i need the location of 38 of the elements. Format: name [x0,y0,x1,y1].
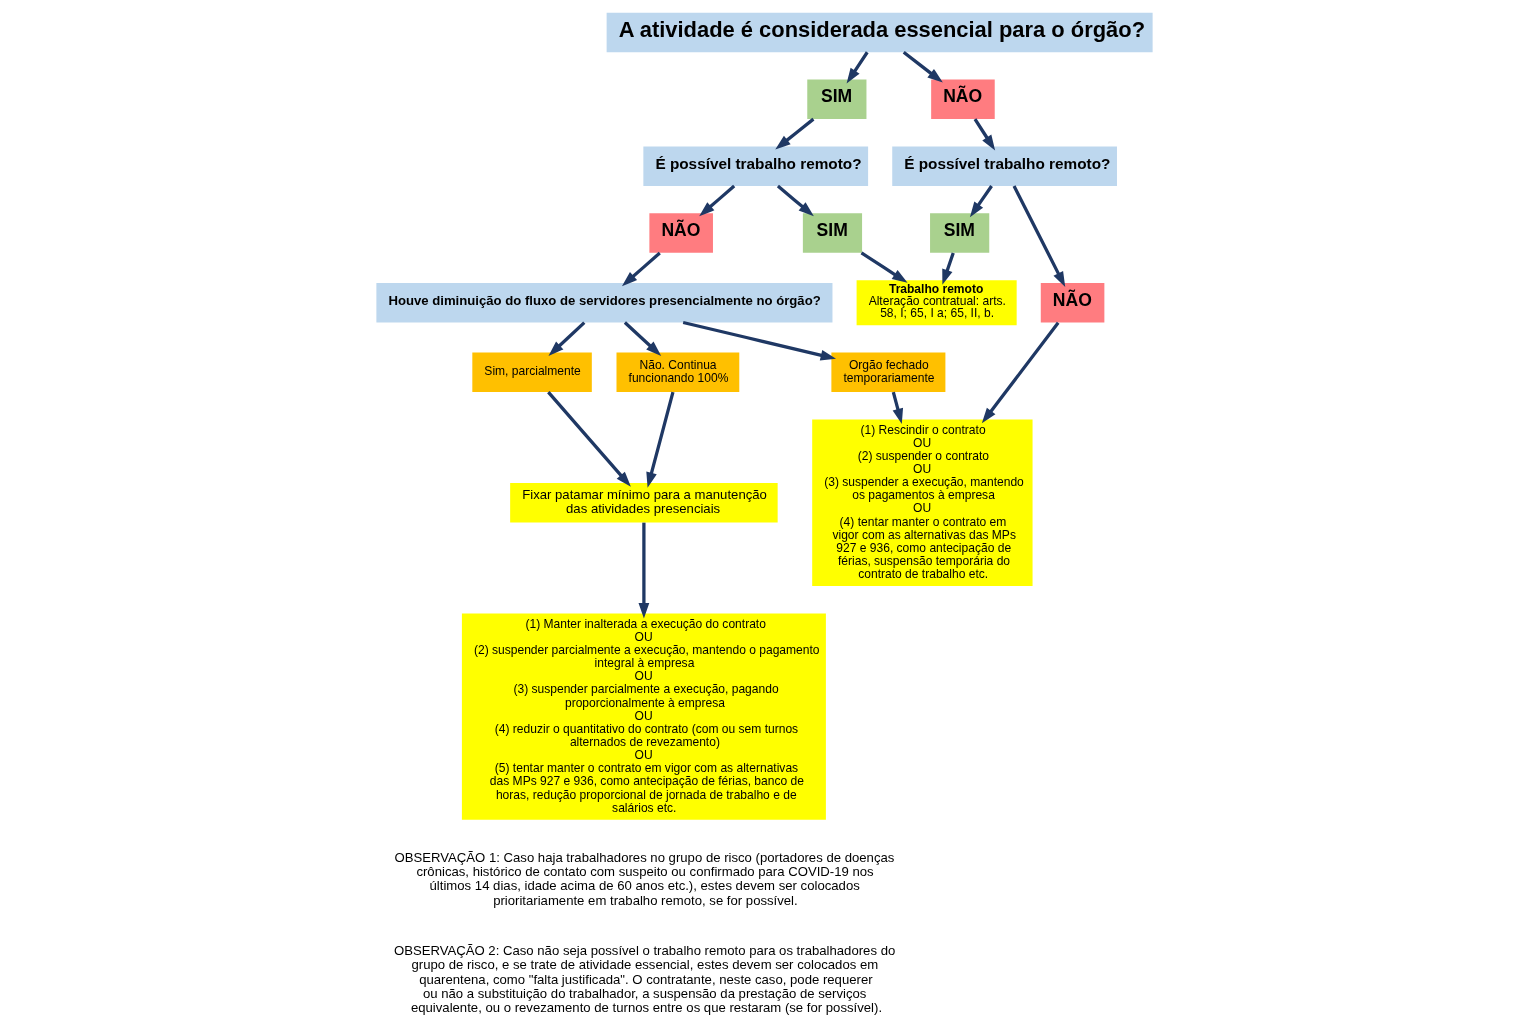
node-box: Fixar patamar mínimo para a manutenção das atividades presenciais [510,483,778,523]
label: OBSERVAÇÃO 2: Caso não seja possível o trabalho remoto para os trabalhadores do grupo de risco, e se trate de atividade essencial, estes devem ser colocados em quarentena, como "falta justificada". O contratante, neste caso, pode requerer ou não a substituição do trabalhador, a suspensão da prestação de serviços equivalente, ou o revezamento de turnos entre os que restaram (se for possível). [393,943,896,1016]
arrow [682,320,837,361]
arrow [846,51,869,84]
node-box: Não. Continua funcionando 100% [616,352,740,393]
node-box: Sim, parcialmente [472,352,592,393]
arrow [623,321,662,356]
arrow [775,117,815,150]
node-box: É possível trabalho remoto? [892,146,1117,186]
arrow [776,184,814,217]
node-box: NÃO [1040,282,1105,323]
node-box: Houve diminuição do fluxo de servidores presencialmente no órgão? [376,282,833,323]
arrow [902,50,943,83]
node-box: NÃO [931,79,995,120]
label: OBSERVAÇÃO 1: Caso haja trabalhadores no grupo de risco (portadores de doenças crônicas, histórico de contato com suspeito ou confirmado para COVID-19 nos últimos 14 dias, idade acima de 60 anos etc.), estes devem ser colocados prioritariamente em trabalho remoto, se for possível. [394,849,895,908]
node-box: NÃO [649,213,713,253]
arrow [891,391,904,425]
arrow [547,391,631,487]
arrow [638,522,650,619]
node-box: SIM [807,79,867,120]
node-box: É possível trabalho remoto? [643,146,869,186]
arrow [942,252,955,285]
arrow [860,251,908,283]
arrow [981,321,1060,424]
node-box: Trabalho remoto Alteração contratual: arts. 58, I; 65, I a; 65, II, b. [856,280,1017,326]
arrow [699,184,736,217]
arrow [646,391,675,488]
node-box: (1) Rescindir o contrato OU (2) suspender o contrato OU (3) suspender a execução, mantendo os pagamentos à empresa OU (4) tentar manter o contrato em vigor com as alternativas das MPs 927 e 936, como antecipação de férias, suspensão temporária do contrato de trabalho etc. [812,419,1033,587]
arrow [621,251,661,287]
node-box: (1) Manter inalterada a execução do contrato OU (2) suspender parcialmente a execução, mantendo o pagamento integral à empresa OU (3) suspender parcialmente a execução, pagando proporcionalmente à empresa OU (4) reduzir o quantitativo do contrato (com ou sem turnos alternados de revezamento) OU (5) tentar manter o contrato em vigor com as alternativas das MPs 927 e 936, como antecipação de férias, banco de horas, redução proporcional de jornada de trabalho e de salários etc. [461,613,826,820]
arrow [969,185,993,218]
node-box: A atividade é considerada essencial para o órgão? [606,12,1153,53]
node-box: SIM [930,213,990,253]
arrow [973,118,996,151]
node-box: SIM [802,213,863,253]
node-box: Orgão fechado temporariamente [831,352,946,393]
arrow [1012,185,1066,288]
arrow [548,321,586,356]
